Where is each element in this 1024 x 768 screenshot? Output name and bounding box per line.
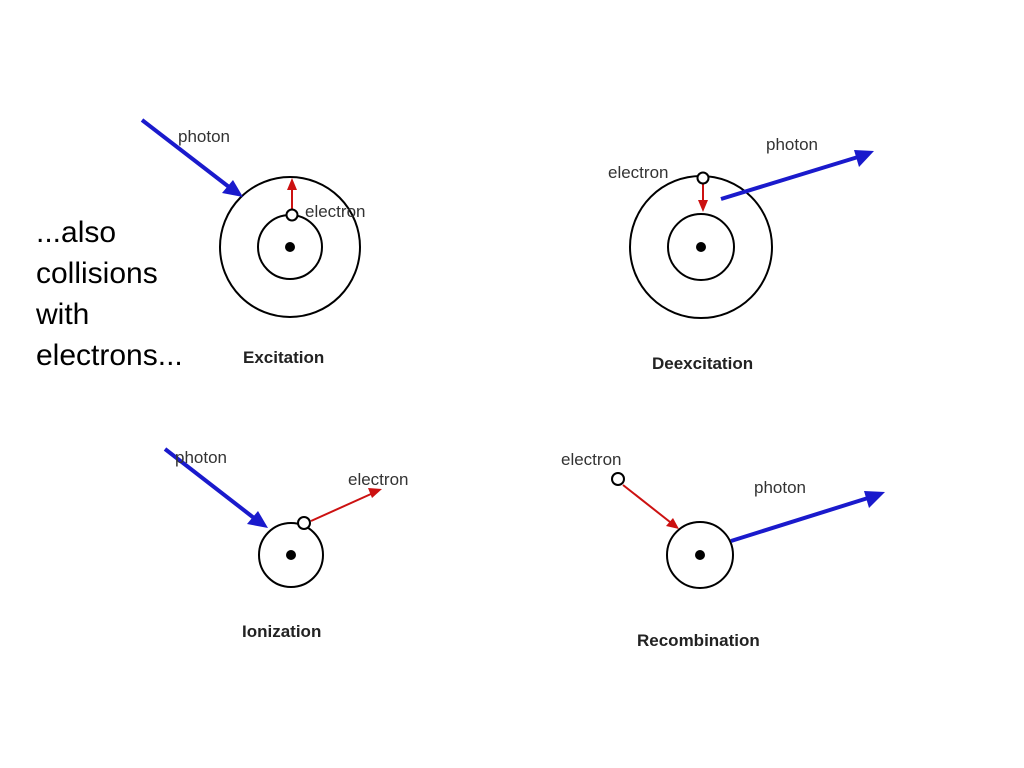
panel-title: Recombination: [637, 631, 760, 650]
orbit: [666, 521, 734, 589]
deexcitation-panel: photon electron Deexcitation: [608, 135, 874, 373]
incoming-photon-arrow: [163, 447, 256, 520]
incoming-electron-arrow: [622, 484, 671, 523]
electron-label: electron: [348, 470, 408, 489]
outgoing-photon-arrow: [720, 155, 859, 201]
electron-label: electron: [561, 450, 621, 469]
nucleus: [286, 550, 296, 560]
ejected-electron-arrow: [310, 493, 372, 522]
ionization-panel: photon electron Ionization: [163, 447, 408, 641]
electron: [696, 171, 710, 185]
nucleus: [695, 550, 705, 560]
electron-arrowhead: [287, 178, 297, 190]
photon-arrowhead: [222, 180, 243, 197]
panel-title: Ionization: [242, 622, 321, 641]
nucleus: [285, 242, 295, 252]
photon-label: photon: [175, 448, 227, 467]
electron: [297, 516, 311, 530]
nucleus: [696, 242, 706, 252]
orbit: [258, 522, 324, 588]
photon-arrowhead: [854, 150, 874, 167]
excitation-panel: photon electron Excitation: [140, 118, 365, 367]
photon-label: photon: [754, 478, 806, 497]
electron: [611, 472, 625, 486]
photon-label: photon: [178, 127, 230, 146]
photon-arrowhead: [247, 511, 268, 528]
electron-arrowhead: [698, 200, 708, 212]
electron-arrowhead: [666, 518, 679, 529]
panel-title: Excitation: [243, 348, 324, 367]
electron-label: electron: [305, 202, 365, 221]
electron-label: electron: [608, 163, 668, 182]
recombination-panel: photon electron Recombination: [561, 450, 885, 650]
electron-arrowhead: [368, 488, 382, 498]
photon-label: photon: [766, 135, 818, 154]
electron: [285, 208, 299, 222]
incoming-photon-arrow: [140, 118, 231, 189]
outer-orbit: [219, 176, 361, 318]
photon-arrowhead: [864, 491, 885, 508]
side-caption: ...also collisions with electrons...: [36, 216, 183, 372]
panel-title: Deexcitation: [652, 354, 753, 373]
inner-orbit: [667, 213, 735, 281]
outgoing-photon-arrow: [730, 496, 869, 543]
